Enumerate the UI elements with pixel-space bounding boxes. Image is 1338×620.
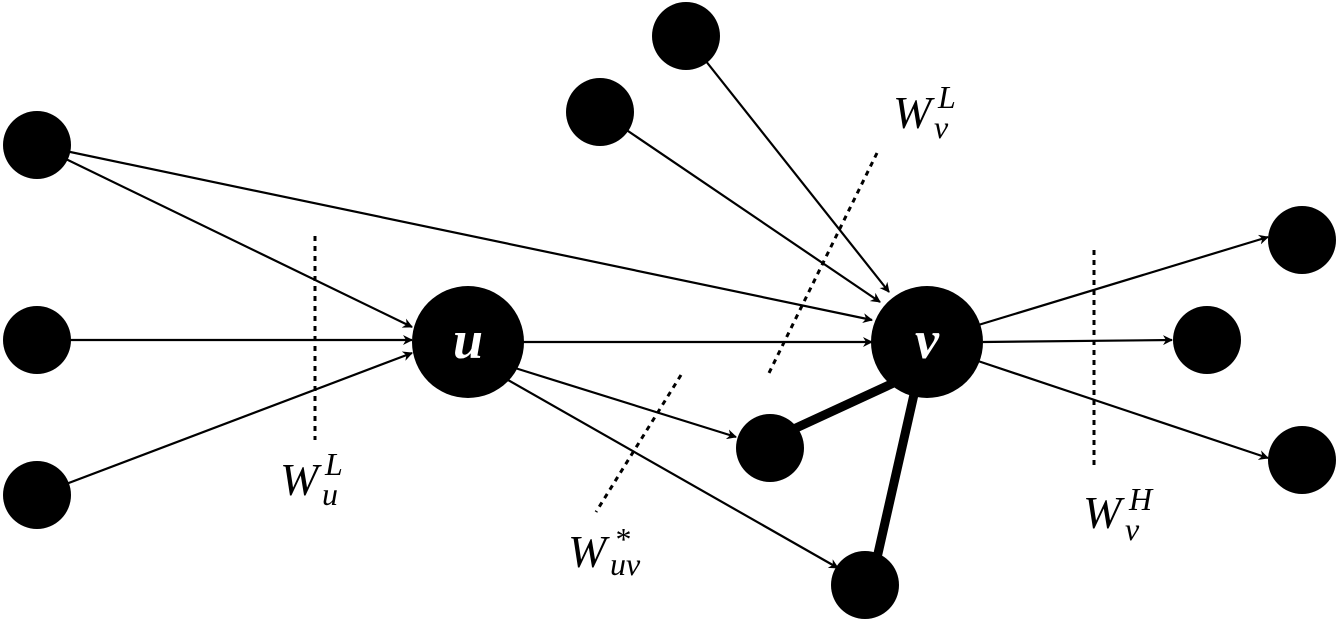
node-top-2 (566, 78, 634, 146)
node-mid (736, 414, 804, 482)
node-input-bottom (3, 461, 71, 529)
label-w-v-l: W L v (893, 79, 956, 145)
node-v (871, 286, 983, 398)
node-bottom (831, 551, 899, 619)
cut-line-w-uv-star (594, 374, 683, 513)
label-w-uv-star: W * uv (568, 521, 641, 582)
svg-text:u: u (322, 476, 338, 512)
thick-edge-v-to-bottom-node (867, 389, 920, 581)
label-w-v-h: W H v (1083, 481, 1154, 547)
node-output-bottom (1268, 426, 1336, 494)
svg-text:H: H (1128, 481, 1154, 517)
edge-u-to-mid-node (514, 366, 737, 440)
edge-in3-to-u (36, 351, 413, 497)
svg-text:W: W (280, 454, 322, 505)
edge-in1-to-u (36, 144, 413, 328)
edge-v-to-out2 (982, 335, 1173, 346)
edge-v-to-out3 (974, 358, 1269, 460)
svg-text:W: W (893, 87, 935, 138)
svg-text:W: W (1083, 487, 1125, 538)
edge-v-to-out1 (974, 234, 1269, 328)
node-v-label: v (915, 310, 940, 370)
svg-text:L: L (324, 446, 343, 482)
edge-top1-to-v (685, 35, 890, 293)
node-top-1 (652, 2, 720, 70)
node-u-label: u (453, 310, 483, 370)
svg-text:*: * (614, 521, 630, 557)
edge-in1-to-v (36, 143, 873, 324)
node-u (412, 286, 524, 398)
node-output-middle (1173, 306, 1241, 374)
svg-text:uv: uv (610, 546, 641, 582)
cut-line-w-v-l (766, 152, 879, 376)
edge-u-to-bottom-node (507, 379, 839, 569)
svg-text:v: v (1125, 511, 1140, 547)
svg-text:L: L (937, 79, 956, 115)
edge-top2-to-v (599, 111, 881, 303)
node-input-top (3, 111, 71, 179)
svg-text:v: v (934, 109, 949, 145)
node-input-middle (3, 306, 71, 374)
node-output-top (1268, 206, 1336, 274)
svg-text:W: W (568, 526, 610, 577)
label-w-u-l: W L u (280, 446, 343, 512)
